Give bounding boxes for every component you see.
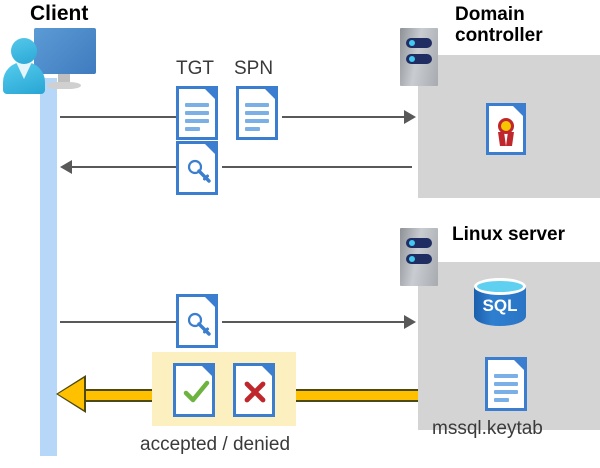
flow-line-present-b bbox=[222, 321, 404, 323]
server-bar-icon bbox=[406, 38, 432, 48]
result-arrow-segment-left bbox=[80, 389, 152, 402]
page-fold-icon bbox=[259, 363, 275, 379]
text-line bbox=[245, 111, 269, 115]
page-fold-icon bbox=[202, 141, 218, 157]
server-bar-icon bbox=[406, 54, 432, 64]
check-icon bbox=[183, 380, 210, 403]
document-x-icon-denied bbox=[233, 363, 275, 417]
page-fold-icon bbox=[262, 86, 278, 102]
spn-label: SPN bbox=[234, 58, 274, 79]
sql-label: SQL bbox=[482, 296, 518, 315]
sql-database-icon: SQL bbox=[474, 278, 526, 334]
server-rack-icon-linux bbox=[400, 228, 438, 286]
text-line bbox=[185, 111, 209, 115]
domain-controller-title-line2: controller bbox=[455, 25, 543, 47]
keytab-label: mssql.keytab bbox=[432, 418, 543, 439]
document-icon-tgt bbox=[176, 86, 218, 140]
result-arrow-segment-right bbox=[296, 389, 418, 402]
page-fold-icon bbox=[510, 103, 526, 119]
document-icon-spn bbox=[236, 86, 278, 140]
text-line bbox=[185, 119, 209, 123]
text-line bbox=[494, 390, 518, 394]
document-icon-keytab bbox=[485, 357, 527, 411]
server-bar-icon bbox=[406, 254, 432, 264]
flow-line-ticket-a bbox=[72, 166, 176, 168]
key-icon bbox=[187, 159, 211, 183]
text-line bbox=[245, 119, 269, 123]
server-led-icon bbox=[409, 256, 415, 262]
domain-controller-title-line1: Domain bbox=[455, 4, 525, 25]
linux-server-title: Linux server bbox=[452, 224, 565, 245]
monitor-icon bbox=[34, 28, 96, 74]
server-led-icon bbox=[409, 56, 415, 62]
page-fold-icon bbox=[511, 357, 527, 373]
document-key-icon-present bbox=[176, 294, 218, 348]
text-line bbox=[494, 374, 518, 378]
domain-controller-title: Domain controller bbox=[455, 4, 595, 47]
server-bar-icon bbox=[406, 238, 432, 248]
text-line bbox=[185, 103, 209, 107]
seal-ribbon-icon bbox=[506, 132, 514, 146]
person-collar-icon bbox=[16, 62, 32, 79]
monitor-base-icon bbox=[47, 82, 81, 89]
arrowhead-to-domain-controller bbox=[404, 110, 416, 124]
text-line bbox=[494, 382, 518, 386]
page-fold-icon bbox=[199, 363, 215, 379]
flow-line-ticket-b bbox=[222, 166, 412, 168]
key-icon bbox=[187, 312, 211, 336]
verdict-label: accepted / denied bbox=[140, 434, 291, 455]
document-key-icon-ticket bbox=[176, 141, 218, 195]
person-head-icon bbox=[11, 38, 37, 64]
text-line bbox=[494, 398, 509, 402]
text-line bbox=[245, 127, 260, 131]
arrowhead-to-linux-server bbox=[404, 315, 416, 329]
server-led-icon bbox=[409, 240, 415, 246]
page-fold-icon bbox=[202, 86, 218, 102]
result-arrowhead bbox=[58, 378, 84, 410]
client-icon bbox=[0, 0, 110, 100]
arrowhead-to-client-ticket bbox=[60, 160, 72, 174]
flow-line-present-a bbox=[60, 321, 176, 323]
document-check-icon-accepted bbox=[173, 363, 215, 417]
text-line bbox=[185, 127, 200, 131]
flow-line-request-b bbox=[282, 116, 404, 118]
client-title: Client bbox=[30, 2, 89, 25]
seal-ribbon-icon bbox=[498, 132, 506, 146]
x-icon bbox=[244, 381, 266, 403]
page-fold-icon bbox=[202, 294, 218, 310]
document-certificate-icon bbox=[486, 103, 526, 155]
seal-circle-icon bbox=[498, 118, 514, 134]
client-lifeline bbox=[40, 78, 57, 456]
server-led-icon bbox=[409, 40, 415, 46]
tgt-label: TGT bbox=[176, 58, 214, 79]
text-line bbox=[245, 103, 269, 107]
database-top-icon bbox=[474, 278, 526, 295]
flow-line-request-a bbox=[60, 116, 176, 118]
server-rack-icon-dc bbox=[400, 28, 438, 86]
monitor-stand-icon bbox=[58, 74, 70, 84]
